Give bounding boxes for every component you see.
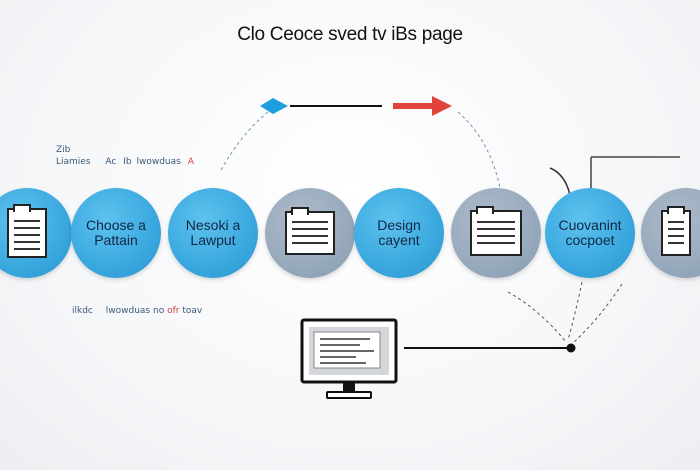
step-label: Design cayent	[377, 217, 421, 248]
step-label: Cuovanint cocpoet	[558, 217, 622, 248]
upper-left-annotation-2: Liamies Ac Ib lwowduas A	[56, 157, 194, 167]
dashed-arc-right	[457, 111, 501, 189]
dashed-lower-1	[507, 291, 567, 343]
document-icon	[7, 204, 47, 258]
monitor-icon	[300, 318, 398, 399]
document-icon	[285, 207, 335, 255]
document-icon	[661, 206, 691, 256]
upper-left-annotation-1: Zib	[56, 145, 71, 155]
step-label: Choose a Pattain	[86, 217, 146, 248]
step-label: Nesoki a Lawput	[185, 217, 241, 248]
step-circle-6	[451, 188, 541, 278]
dashed-arc-left	[219, 111, 269, 173]
step-circle-4	[265, 188, 355, 278]
connector-endpoint-dot	[566, 343, 576, 353]
step-circle-5: Design cayent	[354, 188, 444, 278]
lower-left-annotation: ilkdc lwowduas no ofr toav	[72, 306, 203, 316]
step-circle-7: Cuovanint cocpoet	[545, 188, 635, 278]
dashed-lower-3	[571, 283, 623, 345]
step-circle-2: Choose a Pattain	[71, 188, 161, 278]
step-circle-1	[0, 188, 72, 278]
diagram-title: Clo Ceoce sved tv iBs page	[237, 24, 463, 45]
step-circle-3: Nesoki a Lawput	[168, 188, 258, 278]
step-circle-8	[641, 188, 700, 278]
dashed-lower-2	[567, 281, 583, 341]
red-arrow-head-icon	[432, 96, 452, 116]
diamond-marker-icon	[260, 98, 288, 114]
right-curve-connector	[549, 167, 571, 196]
document-icon	[470, 206, 522, 256]
